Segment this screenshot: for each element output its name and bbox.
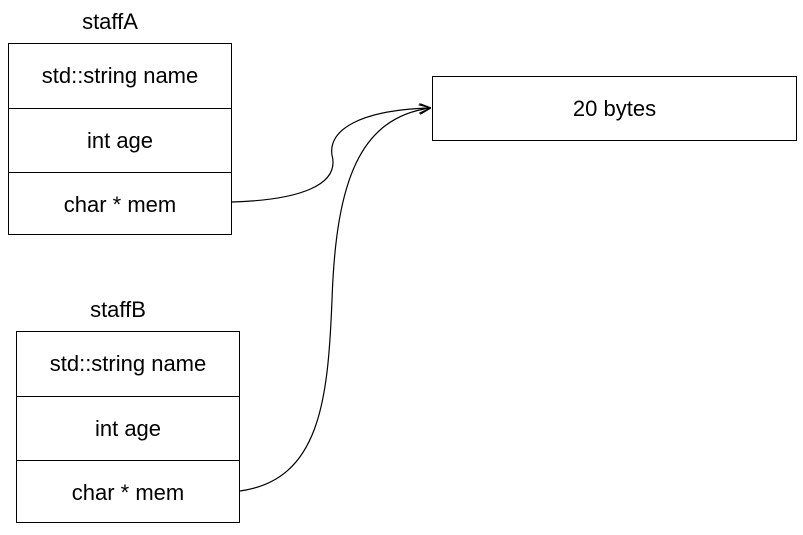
staff-b-field-age: int age [17, 396, 239, 460]
staff-a-field-age: int age [9, 108, 231, 172]
staff-a-title: staffA [82, 9, 138, 34]
staff-a-field-name: std::string name [41, 63, 199, 88]
staff-b-title: staffB [90, 297, 146, 322]
memory-block: 20 bytes [432, 76, 797, 141]
staff-b-field-mem: char * mem [17, 460, 239, 524]
staff-a-mem-pointer [231, 108, 430, 203]
staff-b-field-name: std::string name [49, 351, 207, 376]
staff-b-mem-pointer [239, 108, 430, 492]
staff-a-field-mem: char * mem [9, 172, 231, 236]
staff-a-struct: std::string name int age char * mem [8, 43, 232, 235]
staff-b-struct: std::string name int age char * mem [16, 331, 240, 523]
